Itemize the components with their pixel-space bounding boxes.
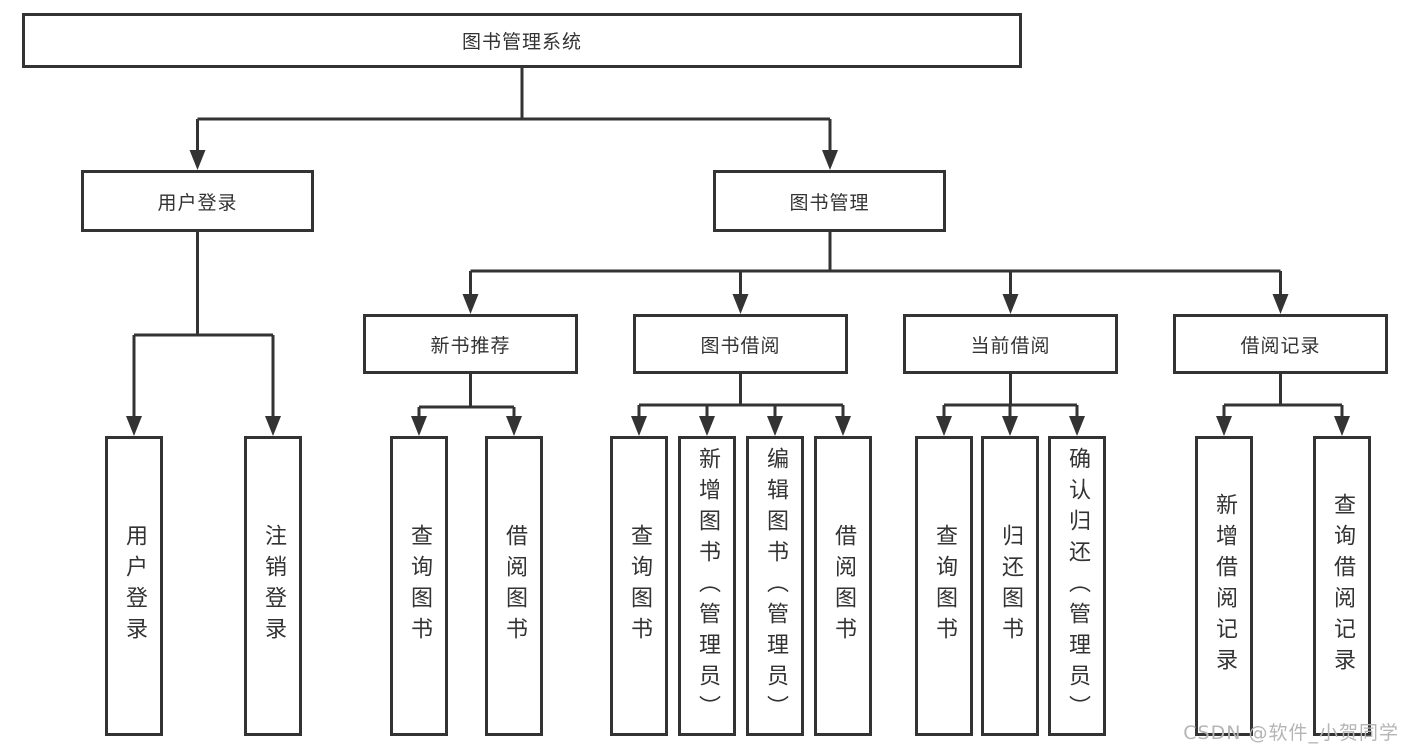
- node-label: 借阅图书: [831, 524, 856, 648]
- node-label: 用户登录: [157, 191, 238, 214]
- node-label: 用户登录: [122, 524, 147, 648]
- node-query-borrow-record: 查询借阅记录: [1313, 436, 1371, 736]
- node-add-borrow-record: 新增借阅记录: [1195, 436, 1253, 736]
- node-label: 新增借阅记录: [1212, 493, 1237, 679]
- node-confirm-return-admin: 确认归还（管理员）: [1048, 436, 1106, 736]
- node-label: 归还图书: [998, 524, 1023, 648]
- node-library-management-system: 图书管理系统: [22, 13, 1022, 68]
- node-label: 借阅记录: [1240, 334, 1321, 357]
- node-label: 查询借阅记录: [1330, 493, 1355, 679]
- node-label: 当前借阅: [970, 334, 1051, 357]
- node-logout: 注销登录: [244, 436, 302, 736]
- node-query-books-current: 查询图书: [915, 436, 973, 736]
- node-return-books: 归还图书: [981, 436, 1039, 736]
- node-query-books-borrowing: 查询图书: [610, 436, 668, 736]
- node-user-login-leaf: 用户登录: [105, 436, 163, 736]
- node-label: 新书推荐: [430, 334, 511, 357]
- node-label: 查询图书: [627, 524, 652, 648]
- node-borrow-books-borrowing: 借阅图书: [814, 436, 872, 736]
- node-label: 图书管理系统: [461, 31, 582, 53]
- node-borrow-books-recommend: 借阅图书: [485, 436, 543, 736]
- node-label: 确认归还（管理员）: [1065, 446, 1090, 726]
- node-label: 新增图书（管理员）: [695, 446, 720, 726]
- node-label: 编辑图书（管理员）: [763, 446, 788, 726]
- node-label: 借阅图书: [502, 524, 527, 648]
- node-label: 图书借阅: [700, 334, 781, 357]
- node-user-login: 用户登录: [81, 170, 314, 232]
- node-book-borrowing: 图书借阅: [633, 314, 848, 374]
- node-label: 查询图书: [407, 524, 432, 648]
- node-label: 注销登录: [261, 524, 286, 648]
- node-label: 图书管理: [789, 191, 870, 214]
- node-label: 查询图书: [932, 524, 957, 648]
- node-query-books-recommend: 查询图书: [390, 436, 448, 736]
- node-current-borrowing: 当前借阅: [903, 314, 1118, 374]
- node-edit-books-admin: 编辑图书（管理员）: [746, 436, 804, 736]
- csdn-watermark: CSDN @软件_小贺同学: [1183, 722, 1399, 744]
- node-add-books-admin: 新增图书（管理员）: [678, 436, 736, 736]
- node-book-management: 图书管理: [713, 170, 946, 232]
- node-borrowing-records: 借阅记录: [1173, 314, 1388, 374]
- node-new-book-recommendation: 新书推荐: [363, 314, 578, 374]
